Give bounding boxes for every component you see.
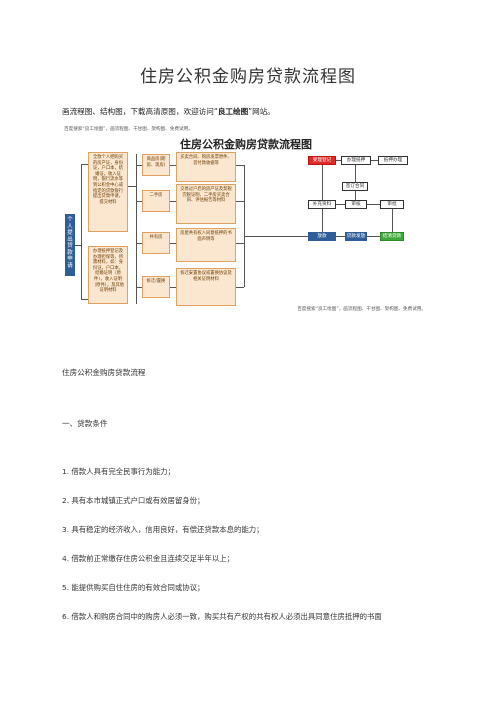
condition-item: 3. 具有稳定的经济收入，信用良好，有偿还贷款本息的能力； — [62, 525, 264, 534]
condition-item: 2. 具有本市城镇正式户口或有效居留身份； — [62, 496, 205, 505]
section-heading: 一、贷款条件 — [62, 419, 108, 428]
intro-prefix: 画流程图、结构图，下载高清原图，欢迎访问“ — [62, 107, 218, 116]
step-loan-issued: 贷款发放 — [345, 232, 367, 241]
condition-item: 6. 借款人和购房合同中的购房人必须一致，购买共有产权的共有权人必须出具同意住房… — [62, 612, 382, 621]
step-review: 审核 — [345, 200, 367, 209]
detail-box-1: 买卖合同、购房发票原件、首付款收据等 — [176, 152, 236, 182]
bottom-left-box: 办理抵押登记及办理担保等，所需材料，如：身份证，户口本，结婚证明（原件），收入证… — [88, 246, 128, 304]
type-label-2: 二手房 — [142, 190, 170, 212]
figure-title: 住房公积金购房贷款流程图 — [180, 138, 312, 151]
type-label-1: 商品房(期房、现房) — [142, 154, 170, 176]
step-release: 放款 — [308, 232, 336, 241]
detail-box-4: 拆迁安置协议或置换协议及相关证明材料 — [176, 268, 236, 306]
step-contract: 签订合同 — [342, 182, 368, 191]
step-approve: 审批 — [380, 200, 404, 209]
detail-box-2: 交易过户后的房产证及契税完税证明、二手房买卖合同、评估报告等材料 — [176, 184, 236, 224]
figure-bottom-hint: 百度搜索“良工绘图”，画流程图、干甘图、架构图、免费试用。 — [297, 307, 426, 312]
detail-box-3: 房屋共有权人同意抵押的书面声明等 — [176, 228, 236, 262]
intro-suffix: ”网站。 — [248, 107, 275, 116]
step-mortgage-done: 抵押办理 — [378, 156, 408, 165]
page-title: 住房公积金购房贷款流程图 — [140, 67, 356, 87]
step-supplement: 补充资料 — [308, 200, 336, 209]
intro-site[interactable]: 良工绘图 — [217, 107, 249, 116]
subtitle: 住房公积金购房贷款流程 — [62, 368, 146, 377]
step-mortgage: 办理抵押 — [341, 156, 371, 165]
flowchart-figure: 百度搜索“良工绘图”，画流程图、干甘图、架构图、免费试用。 住房公积金购房贷款流… — [62, 126, 428, 312]
type-label-4: 拆迁/置换 — [142, 276, 170, 298]
intro-line: 画流程图、结构图，下载高清原图，欢迎访问“良工绘图”网站。 — [62, 106, 275, 117]
condition-item: 1. 借款人具有完全民事行为能力； — [62, 467, 175, 476]
step-settle: 结清贷款 — [380, 232, 404, 241]
top-left-box: 全款个人把购买的房产证，身份证，户口本，结婚证，收入证明，银行流水等到公积金中心… — [88, 152, 128, 232]
condition-item: 4. 借款前正常缴存住房公积金且连续交足半年以上； — [62, 554, 234, 563]
type-label-3: 共有房 — [142, 232, 170, 254]
step-accept: 受理登记 — [308, 156, 336, 165]
figure-top-hint: 百度搜索“良工绘图”，画流程图、干甘图、架构图、免费试用。 — [64, 127, 193, 132]
condition-item: 5. 能提供购买自住住房的有效合同或协议； — [62, 583, 205, 592]
apply-label: 个人提出贷款申请 — [65, 214, 75, 276]
